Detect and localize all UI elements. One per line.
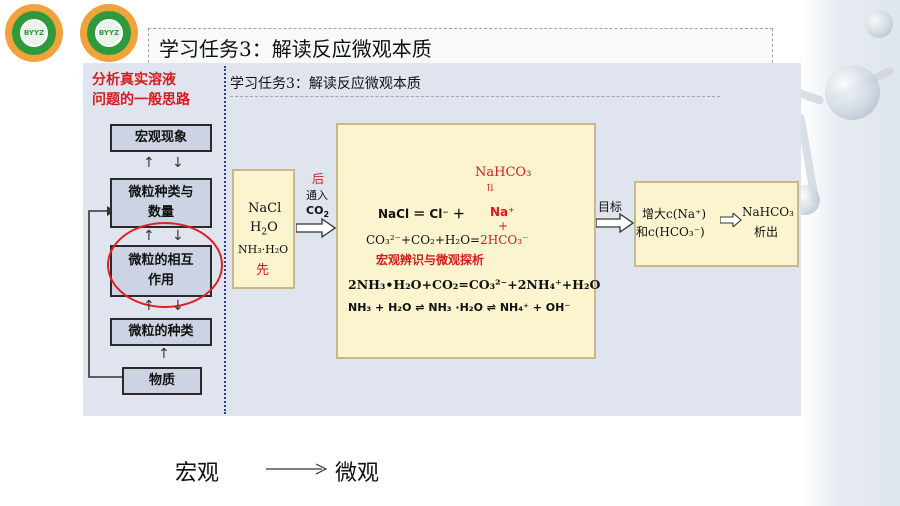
equilibrium-arrows-icon: ⇅ (486, 183, 495, 194)
right-arrow-icon (720, 213, 742, 227)
down-arrow-icon: ↓ (172, 298, 184, 314)
reagent-nacl: NaCl (248, 201, 282, 216)
flow-box-particle-types-quantity: 微粒种类与 数量 (110, 178, 212, 228)
goal-label: 目标 (598, 200, 623, 214)
method-heading-line2: 问题的一般思路 (92, 92, 190, 108)
dotted-divider (224, 66, 226, 414)
reagent-water-h: H (250, 220, 262, 235)
flow-box-particle-types: 微粒的种类 (110, 318, 212, 346)
reagent-water-sub: 2 (261, 227, 268, 238)
pass-in-label: 通入 (306, 189, 328, 202)
then-label: 后 (312, 172, 325, 186)
flow-box-label: 宏观现象 (134, 130, 187, 145)
carbonate-reaction: CO₃²⁻+CO₂+H₂O=2HCO₃⁻ (366, 233, 528, 247)
co2-sub: 2 (323, 210, 330, 220)
reagent-water-o: O (267, 220, 278, 235)
logo-text: BYYZ (95, 19, 123, 47)
flow-box-macro-phenomenon: 宏观现象 (110, 124, 212, 152)
school-logo: BYYZ (80, 4, 138, 62)
carbonate-reaction-right: 2HCO₃⁻ (480, 233, 529, 247)
panel-subtitle: 学习任务3：解读反应微观本质 (230, 72, 720, 97)
plus-sign: + (498, 219, 509, 233)
flow-box-substance: 物质 (122, 367, 202, 395)
flow-box-label: 数量 (147, 205, 174, 220)
nahco3-product: NaHCO₃ (742, 205, 794, 219)
reagent-ammonia: NH₃·H₂O (238, 243, 289, 256)
right-arrow-icon (296, 218, 336, 238)
down-arrow-icon: ↓ (172, 155, 184, 171)
co2-label: CO2 (306, 204, 329, 219)
method-heading: 分析真实溶液 问题的一般思路 (92, 70, 220, 110)
goal-box: 增大c(Na⁺) 和c(HCO₃⁻) NaHCO₃ 析出 (634, 181, 799, 267)
flow-box-label: 微粒种类与 (128, 185, 194, 200)
precipitate-label: 析出 (754, 225, 779, 239)
reagent-water: H2O (250, 220, 278, 238)
right-arrow-icon (596, 213, 634, 233)
flow-box-label: 物质 (148, 373, 175, 388)
flow-box-label: 微粒的种类 (128, 324, 194, 339)
method-heading-line1: 分析真实溶液 (92, 72, 176, 88)
page-title: 学习任务3：解读反应微观本质 (148, 28, 773, 68)
micro-word: 微观 (335, 461, 380, 486)
increase-na-concentration: 增大c(Na⁺) (642, 207, 707, 221)
up-arrow-icon: ↑ (158, 346, 170, 362)
logo-text: BYYZ (20, 19, 48, 47)
macro-word: 宏观 (175, 461, 220, 486)
nahco3-top: NaHCO₃ (475, 165, 532, 180)
up-arrow-icon: ↑ (143, 155, 155, 171)
reaction-box: NaHCO₃ ⇅ NaCl ＝ Cl⁻ ＋ Na⁺ + CO₃²⁻+CO₂+H₂… (336, 123, 600, 359)
up-arrow-icon: ↑ (143, 298, 155, 314)
reagents-box: NaCl H2O NH₃·H₂O 先 (232, 169, 295, 289)
core-literacy-caption: 宏观辨识与微观探析 (376, 253, 485, 267)
first-label: 先 (256, 263, 270, 278)
school-logo: BYYZ (5, 4, 63, 62)
co2-main: CO (306, 204, 324, 217)
molecule-sphere-decoration (825, 65, 880, 120)
carbonate-reaction-left: CO₃²⁻+CO₂+H₂O= (366, 233, 481, 247)
long-right-arrow-icon (266, 463, 328, 475)
sodium-ion: Na⁺ (490, 205, 515, 219)
nacl-ionization: NaCl ＝ Cl⁻ ＋ (378, 207, 465, 221)
highlight-circle (107, 222, 223, 308)
molecule-sphere-decoration (865, 10, 893, 38)
increase-hco3-concentration: 和c(HCO₃⁻) (636, 225, 705, 239)
ammonia-co2-reaction: 2NH₃•H₂O+CO₂=CO₃²⁻+2NH₄⁺+H₂O (348, 277, 601, 292)
ammonia-ionization: NH₃ + H₂O ⇌ NH₃ ·H₂O ⇌ NH₄⁺ + OH⁻ (348, 301, 571, 314)
